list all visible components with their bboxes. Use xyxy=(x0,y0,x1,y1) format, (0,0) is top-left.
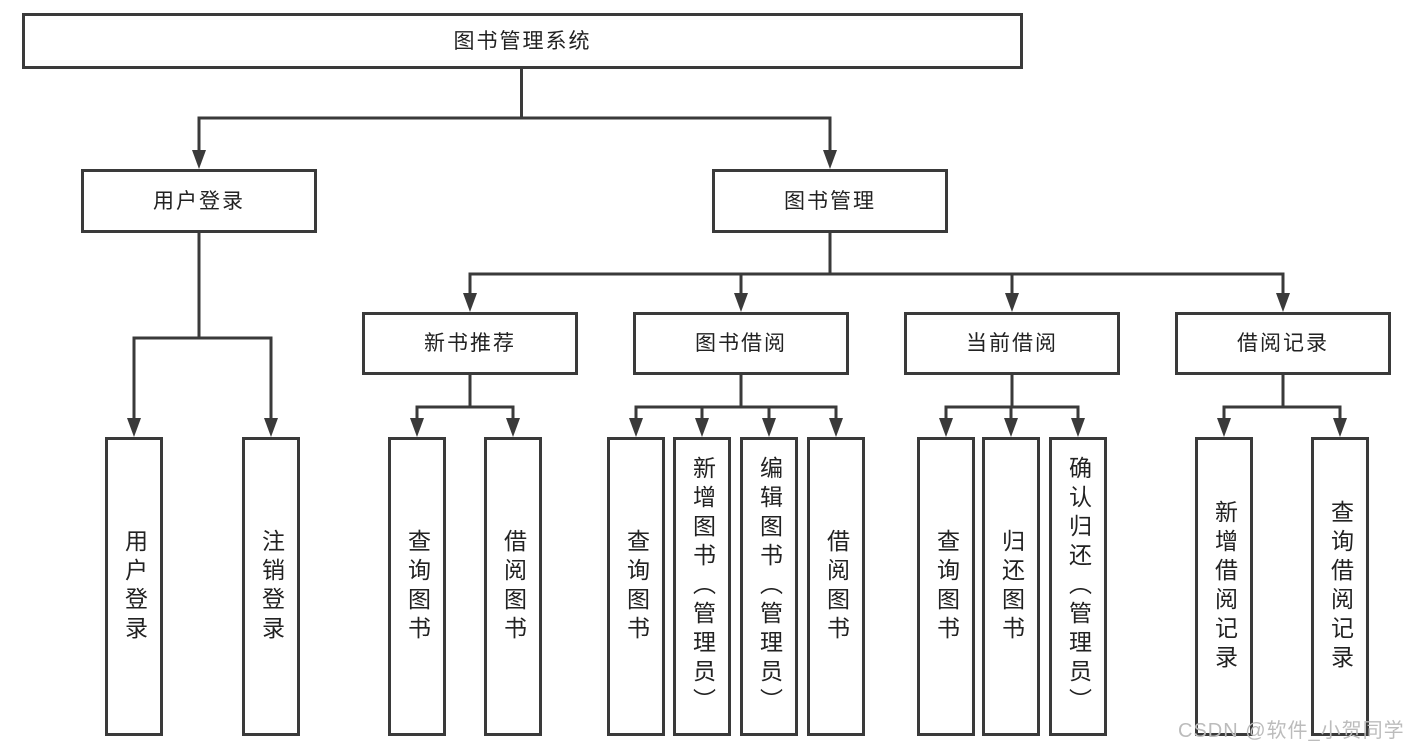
csdn-watermark: CSDN @软件_小贺同学 xyxy=(1178,720,1405,742)
leaf-query-books-recommend: 查询图书 xyxy=(388,437,446,736)
leaf-borrow-books: 借阅图书 xyxy=(807,437,865,736)
leaf-edit-books-admin: 编辑图书（管理员） xyxy=(740,437,798,736)
node-borrow-records: 借阅记录 xyxy=(1175,312,1391,375)
leaf-add-books-admin: 新增图书（管理员） xyxy=(673,437,731,736)
leaf-borrow-books-recommend: 借阅图书 xyxy=(484,437,542,736)
leaf-add-borrow-record: 新增借阅记录 xyxy=(1195,437,1253,736)
leaf-query-borrow-record: 查询借阅记录 xyxy=(1311,437,1369,736)
node-book-management: 图书管理 xyxy=(712,169,948,233)
leaf-return-books: 归还图书 xyxy=(982,437,1040,736)
node-root: 图书管理系统 xyxy=(22,13,1023,69)
node-current-borrow: 当前借阅 xyxy=(904,312,1120,375)
leaf-user-login: 用户登录 xyxy=(105,437,163,736)
leaf-confirm-return-admin: 确认归还（管理员） xyxy=(1049,437,1107,736)
node-book-borrow: 图书借阅 xyxy=(633,312,849,375)
leaf-logout: 注销登录 xyxy=(242,437,300,736)
leaf-query-books-current: 查询图书 xyxy=(917,437,975,736)
node-user-login: 用户登录 xyxy=(81,169,317,233)
node-new-book-recommend: 新书推荐 xyxy=(362,312,578,375)
leaf-query-books-borrow: 查询图书 xyxy=(607,437,665,736)
